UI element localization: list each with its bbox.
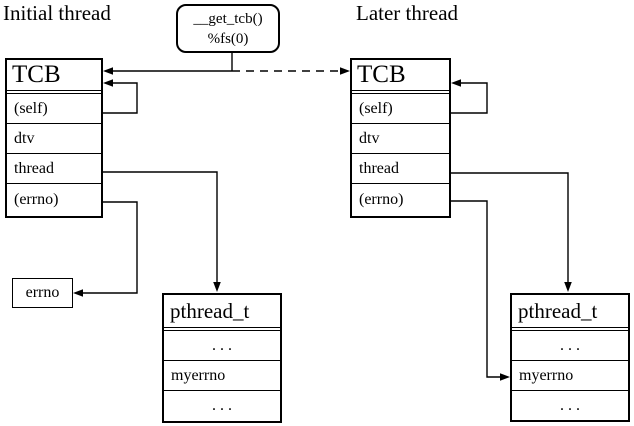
- initial-pthread-row-dots-2: . . .: [212, 397, 232, 414]
- arrow-into-initial-pthread-icon: [213, 282, 221, 292]
- get-tcb-box: __get_tcb() %fs(0): [176, 4, 280, 53]
- get-tcb-function-label: __get_tcb(): [193, 10, 263, 27]
- errno-box: errno: [12, 278, 73, 308]
- arrow-later-self-loop-icon: [451, 79, 461, 87]
- arrow-into-later-tcb-icon: [340, 67, 350, 75]
- initial-tcb-row-self: (self): [7, 94, 101, 124]
- arrow-into-later-pthread-icon: [564, 282, 572, 292]
- later-pthread-header: pthread_t: [512, 295, 628, 328]
- double-rule: [164, 328, 280, 331]
- errno-label: errno: [25, 284, 60, 301]
- initial-tcb-row-dtv: dtv: [7, 124, 101, 154]
- initial-tcb-header: TCB: [7, 60, 101, 91]
- later-pthread-struct: pthread_t . . . myerrno . . .: [510, 293, 630, 422]
- initial-pthread-header: pthread_t: [164, 295, 280, 328]
- initial-pthread-row-myerrno: myerrno: [164, 361, 280, 391]
- double-rule: [352, 91, 449, 94]
- later-thread-to-pthread-line: [451, 172, 569, 284]
- arrow-into-errno-box-icon: [73, 289, 83, 297]
- later-errno-to-myerrno-line: [451, 200, 502, 378]
- initial-pthread-struct: pthread_t . . . myerrno . . .: [162, 293, 282, 423]
- later-pthread-row-dots-1: . . .: [512, 331, 628, 361]
- initial-tcb-row-thread: thread: [7, 154, 101, 184]
- later-tcb-row-thread: thread: [352, 154, 449, 184]
- initial-thread-to-pthread-line: [103, 171, 218, 284]
- later-pthread-row-dots-2: . . .: [560, 396, 580, 414]
- arrow-into-myerrno-icon: [500, 373, 510, 381]
- initial-pthread-row-dots-1: . . .: [164, 331, 280, 361]
- initial-tcb-row-errno: (errno): [14, 191, 59, 208]
- later-tcb-row-dtv: dtv: [352, 124, 449, 154]
- later-tcb-struct: TCB (self) dtv thread (errno): [350, 58, 451, 218]
- initial-tcb-struct: TCB (self) dtv thread (errno): [5, 58, 103, 218]
- double-rule: [512, 328, 628, 331]
- later-tcb-header: TCB: [352, 60, 449, 91]
- arrow-initial-self-loop-icon: [103, 79, 113, 87]
- fs-register-label: %fs(0): [207, 30, 249, 47]
- later-tcb-row-self: (self): [352, 94, 449, 124]
- later-tcb-row-errno: (errno): [359, 191, 404, 208]
- later-thread-title: Later thread: [356, 1, 459, 25]
- later-tcb-self-loop-line: [451, 82, 488, 114]
- initial-tcb-self-loop-line: [103, 82, 138, 114]
- later-pthread-row-myerrno: myerrno: [512, 361, 628, 391]
- initial-thread-title: Initial thread: [3, 1, 111, 25]
- double-rule: [7, 91, 101, 94]
- arrow-into-initial-tcb-icon: [103, 67, 113, 75]
